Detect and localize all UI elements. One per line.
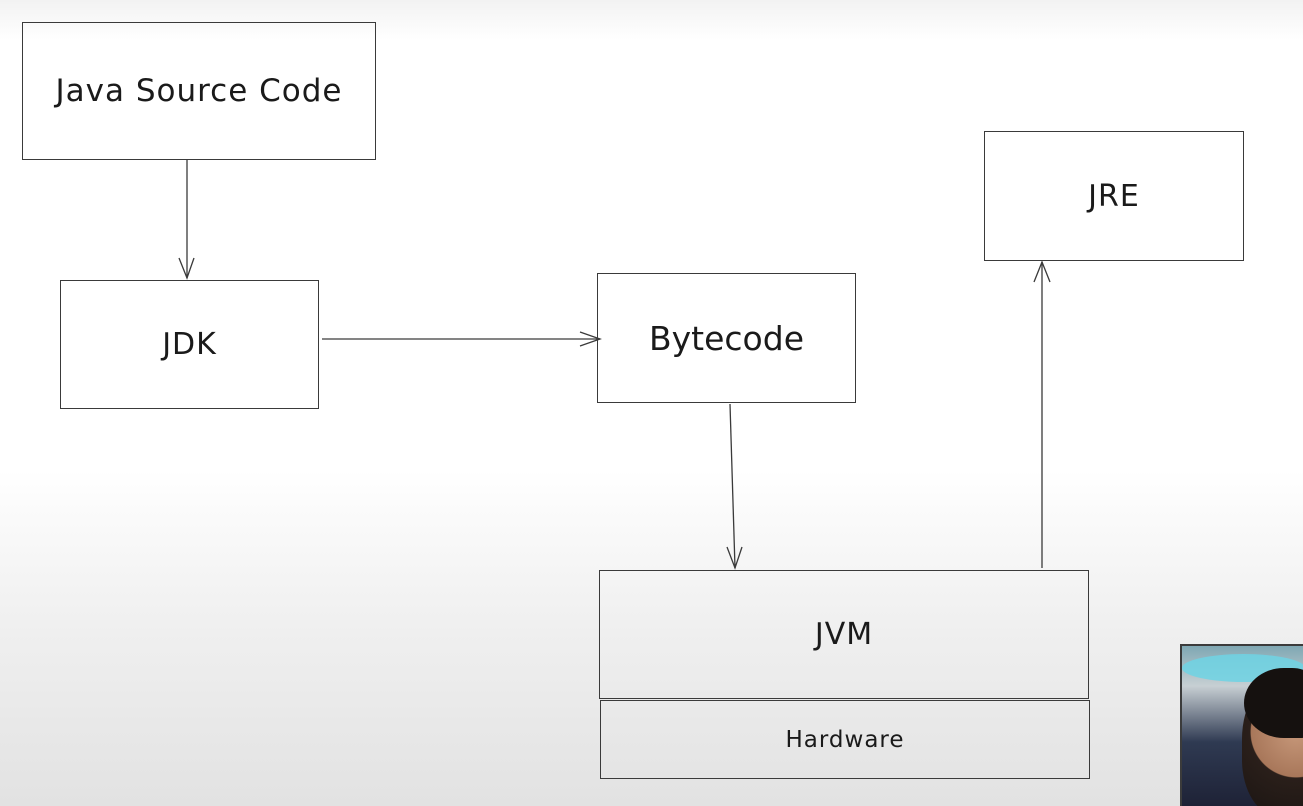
node-jre: JRE — [984, 131, 1244, 261]
node-hardware-label: Hardware — [785, 726, 905, 753]
arrow-source-to-jdk — [178, 160, 195, 280]
webcam-overlay — [1180, 644, 1303, 806]
node-jdk: JDK — [60, 280, 319, 409]
arrow-jdk-to-bytecode — [322, 331, 602, 347]
node-jdk-label: JDK — [162, 327, 217, 362]
arrow-bytecode-to-jvm — [726, 403, 743, 570]
node-bytecode-label: Bytecode — [649, 318, 804, 358]
arrow-jvm-to-jre — [1033, 260, 1051, 568]
node-jvm: JVM — [599, 570, 1089, 699]
node-java-source-code: Java Source Code — [22, 22, 376, 160]
person-hair — [1244, 668, 1303, 738]
node-jre-label: JRE — [1088, 178, 1140, 214]
node-jvm-label: JVM — [814, 617, 874, 652]
node-hardware: Hardware — [600, 700, 1090, 779]
node-bytecode: Bytecode — [597, 273, 856, 403]
node-java-source-code-label: Java Source Code — [55, 73, 343, 109]
